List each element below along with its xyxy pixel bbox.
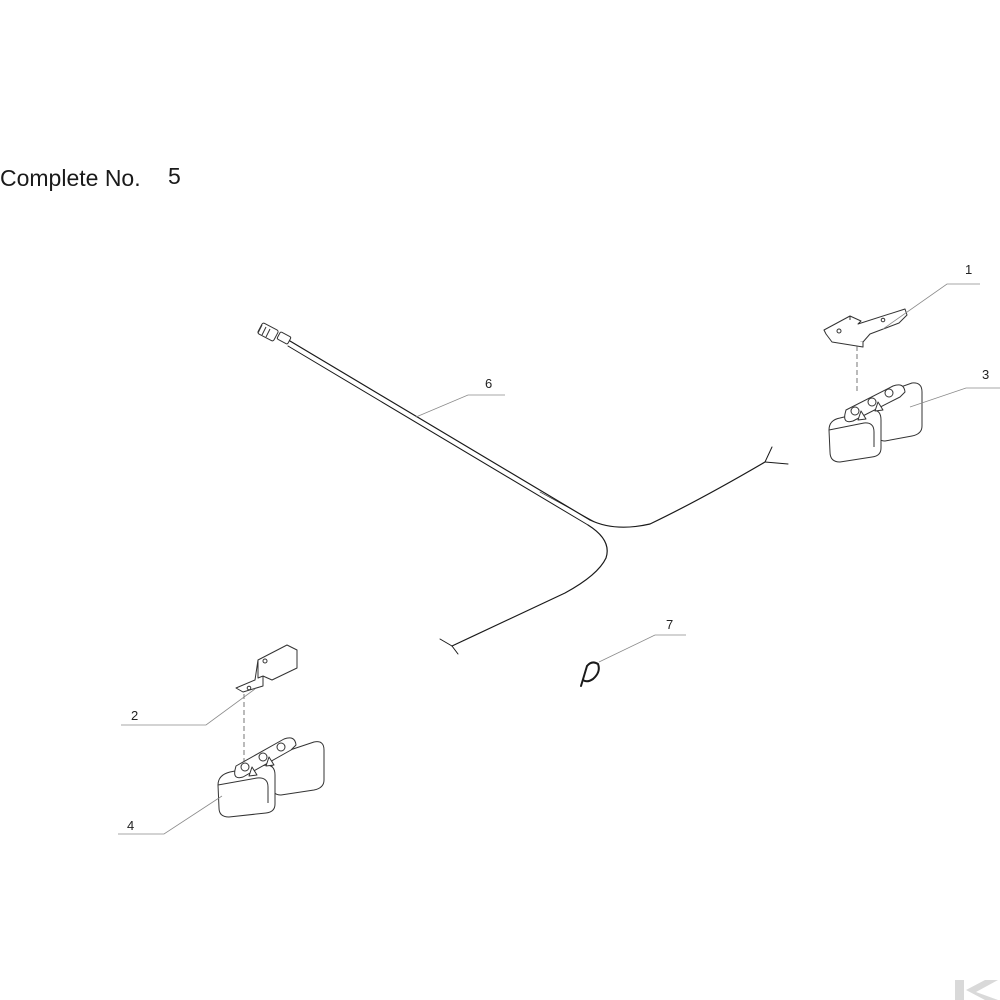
callout-number: 6 [485,376,492,391]
harness-connector [257,322,292,345]
title-label: Complete No. [0,165,141,191]
mounting-bracket-icon[interactable] [823,308,908,348]
brand-logo-icon [955,980,998,1000]
callout-3: 3 [909,367,1000,408]
callout-number: 1 [965,262,972,277]
callout-4: 4 [118,795,223,835]
wiring-harness-icon[interactable] [257,322,789,655]
cable-tie-icon[interactable] [580,661,600,687]
callout-number: 2 [131,708,138,723]
diagram-title: Complete No. 5 [0,163,181,191]
callout-1: 1 [882,262,980,330]
lamp-housing-icon[interactable] [828,382,923,463]
callout-2: 2 [121,688,256,726]
mounting-bracket-icon[interactable] [235,644,298,693]
callout-number: 4 [127,818,134,833]
callout-number: 3 [982,367,989,382]
callout-6: 6 [415,376,505,418]
callout-7: 7 [598,617,686,663]
title-number: 5 [168,163,181,189]
lamp-housing-icon[interactable] [217,737,325,818]
callout-number: 7 [666,617,673,632]
